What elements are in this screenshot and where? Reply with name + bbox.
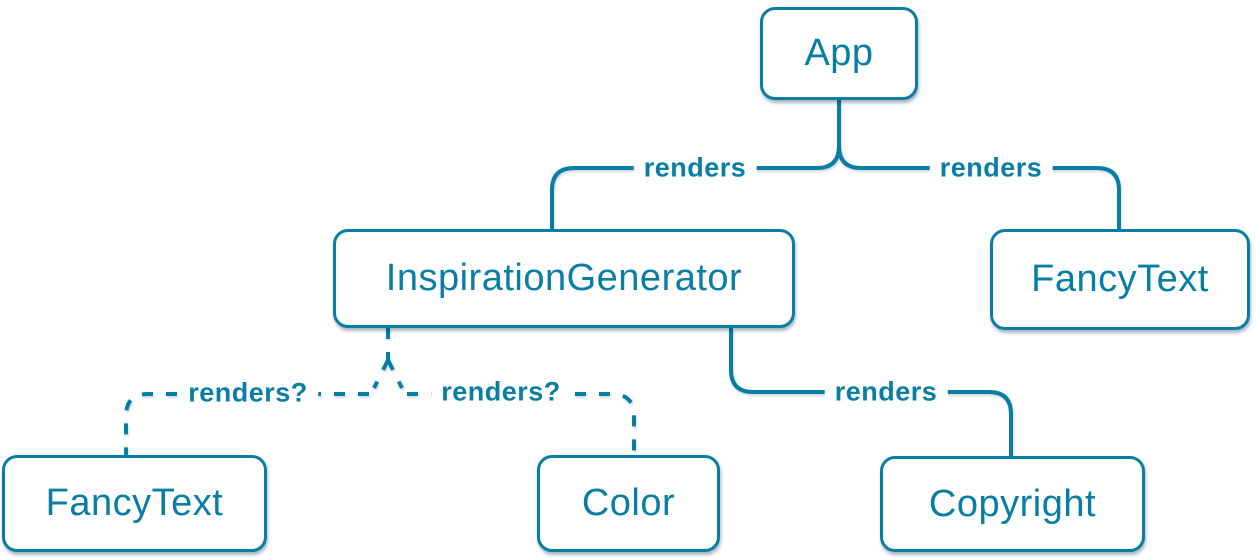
edge-label-renders-left: renders <box>633 150 757 186</box>
node-fancy-text-top-label: FancyText <box>1031 258 1209 300</box>
node-app: App <box>760 7 918 100</box>
edge-label-renders-bottom: renders <box>824 374 948 410</box>
node-fancy-text-top: FancyText <box>990 229 1250 330</box>
node-copyright: Copyright <box>880 456 1145 552</box>
edge-label-renders-optional-left: renders? <box>178 375 318 411</box>
node-inspiration-generator-label: InspirationGenerator <box>385 257 743 299</box>
node-app-label: App <box>804 32 874 74</box>
node-fancy-text-bottom: FancyText <box>2 455 267 552</box>
edge-label-renders-optional-right: renders? <box>431 374 571 410</box>
node-fancy-text-bottom-label: FancyText <box>45 482 224 524</box>
edge-app-to-children-line <box>550 100 1121 229</box>
node-color: Color <box>537 455 720 552</box>
node-copyright-label: Copyright <box>928 482 1097 525</box>
node-color-label: Color <box>581 482 676 524</box>
edge-label-renders-right: renders <box>929 150 1053 186</box>
node-inspiration-generator: InspirationGenerator <box>333 229 795 328</box>
